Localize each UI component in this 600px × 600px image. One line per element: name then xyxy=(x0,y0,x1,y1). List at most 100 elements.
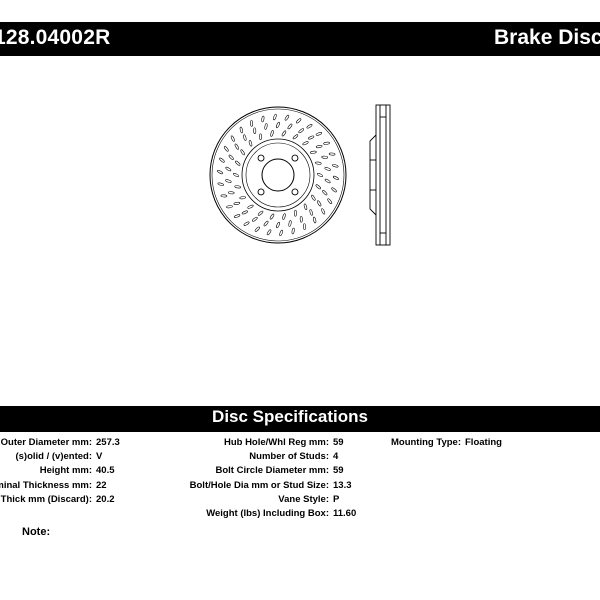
brake-disc-front-view-icon xyxy=(209,106,347,244)
drill-slot xyxy=(276,121,280,129)
drill-slot xyxy=(291,227,295,235)
stud-hole xyxy=(291,154,299,162)
drill-slot xyxy=(253,127,257,135)
spec-label: (s)olid / (v)ented: xyxy=(15,451,92,463)
drill-slot xyxy=(279,229,283,237)
drill-slot xyxy=(299,215,303,223)
drill-slot xyxy=(273,113,277,121)
drill-slot xyxy=(264,123,268,130)
drill-slot xyxy=(219,157,225,163)
drill-slot xyxy=(233,201,241,205)
stud-hole xyxy=(257,188,265,196)
drill-slot xyxy=(225,166,232,172)
drill-slot xyxy=(248,140,253,147)
drill-slot xyxy=(243,221,250,226)
drill-slot xyxy=(309,209,313,216)
drill-slot xyxy=(328,152,336,156)
spec-value: 4 xyxy=(333,451,339,463)
spec-value: Floating xyxy=(465,437,502,448)
drill-slot xyxy=(317,200,322,207)
drill-slot xyxy=(321,208,326,215)
drill-slot xyxy=(321,155,329,159)
part-number: 128.04002R xyxy=(0,26,111,49)
drill-slot xyxy=(303,223,306,230)
spec-label: Min Thick mm (Discard): xyxy=(0,493,92,505)
drill-slot xyxy=(288,220,292,227)
drill-slot xyxy=(282,213,286,220)
drill-slot xyxy=(303,203,308,210)
drill-slot xyxy=(226,205,233,209)
drill-slot xyxy=(292,134,299,140)
drill-slot xyxy=(263,220,269,227)
spec-value: 20.2 xyxy=(96,493,115,505)
drill-slot xyxy=(266,229,272,236)
drill-slot xyxy=(310,150,317,154)
drill-slot xyxy=(234,185,241,189)
spec-label: Bolt/Hole Dia mm or Stud Size: xyxy=(189,479,329,491)
drill-slot xyxy=(281,130,287,137)
drill-slot xyxy=(269,213,275,220)
drill-slot xyxy=(228,154,234,160)
spec-value: P xyxy=(333,493,340,505)
spec-value: 59 xyxy=(333,465,344,477)
drill-slot xyxy=(257,210,264,216)
spec-label: Outer Diameter mm: xyxy=(0,437,92,448)
drill-slot xyxy=(302,141,309,146)
spec-label: Nominal Thickness mm: xyxy=(0,479,92,491)
drill-slot xyxy=(324,167,331,171)
stud-hole xyxy=(257,154,265,162)
spec-label: Weight (lbs) Including Box: xyxy=(206,508,329,519)
specs-title: Disc Specifications xyxy=(212,407,368,426)
brake-disc-drawing xyxy=(209,104,391,246)
drill-slot xyxy=(225,179,232,183)
drill-slot xyxy=(239,126,243,134)
drill-slot xyxy=(327,198,333,204)
drill-slot xyxy=(220,194,228,198)
drill-slot xyxy=(233,214,241,218)
drill-slot xyxy=(332,164,339,168)
spec-label: Mounting Type: xyxy=(390,437,461,448)
drill-slot xyxy=(315,132,323,136)
note-label: Note: xyxy=(22,526,51,538)
drill-slot xyxy=(323,141,330,145)
spec-label: Vane Style: xyxy=(278,493,329,505)
drill-slot xyxy=(298,128,304,134)
drill-slot xyxy=(240,149,245,156)
product-name: Brake Disc xyxy=(494,26,600,49)
brake-disc-side-profile-icon xyxy=(369,104,391,246)
drill-slot xyxy=(316,173,324,177)
drill-slot xyxy=(252,216,258,222)
drill-slot xyxy=(294,209,297,217)
drill-slot xyxy=(234,143,239,150)
drill-slot xyxy=(322,190,328,196)
drill-slot xyxy=(313,216,317,224)
spec-label: Hub Hole/Whl Reg mm: xyxy=(223,437,329,448)
specs-header-bar xyxy=(0,406,600,432)
drill-slot xyxy=(311,194,316,201)
drill-slot xyxy=(270,130,274,137)
drill-slot xyxy=(217,170,224,175)
drill-slot xyxy=(287,123,293,130)
drill-slot xyxy=(250,120,253,127)
spec-value: 59 xyxy=(333,437,344,448)
drill-slot xyxy=(230,135,235,142)
drill-slot xyxy=(232,173,240,177)
drill-slot xyxy=(235,160,241,166)
drill-slot xyxy=(259,133,262,141)
drill-slot xyxy=(308,135,315,140)
stud-hole xyxy=(291,188,299,196)
drill-slot xyxy=(315,161,322,165)
spec-value: 22 xyxy=(96,479,107,491)
spec-value: V xyxy=(96,451,103,463)
drill-slot xyxy=(217,182,224,186)
drill-slot xyxy=(306,124,313,129)
spec-value: 40.5 xyxy=(96,465,115,477)
drill-slot xyxy=(261,115,265,123)
drill-slot xyxy=(331,187,337,193)
drill-slot xyxy=(239,196,246,200)
spec-value: 11.60 xyxy=(333,508,357,519)
drill-slot xyxy=(315,145,323,149)
spec-label: Height mm: xyxy=(39,465,92,477)
drill-slot xyxy=(332,175,339,180)
drill-slot xyxy=(315,184,321,190)
